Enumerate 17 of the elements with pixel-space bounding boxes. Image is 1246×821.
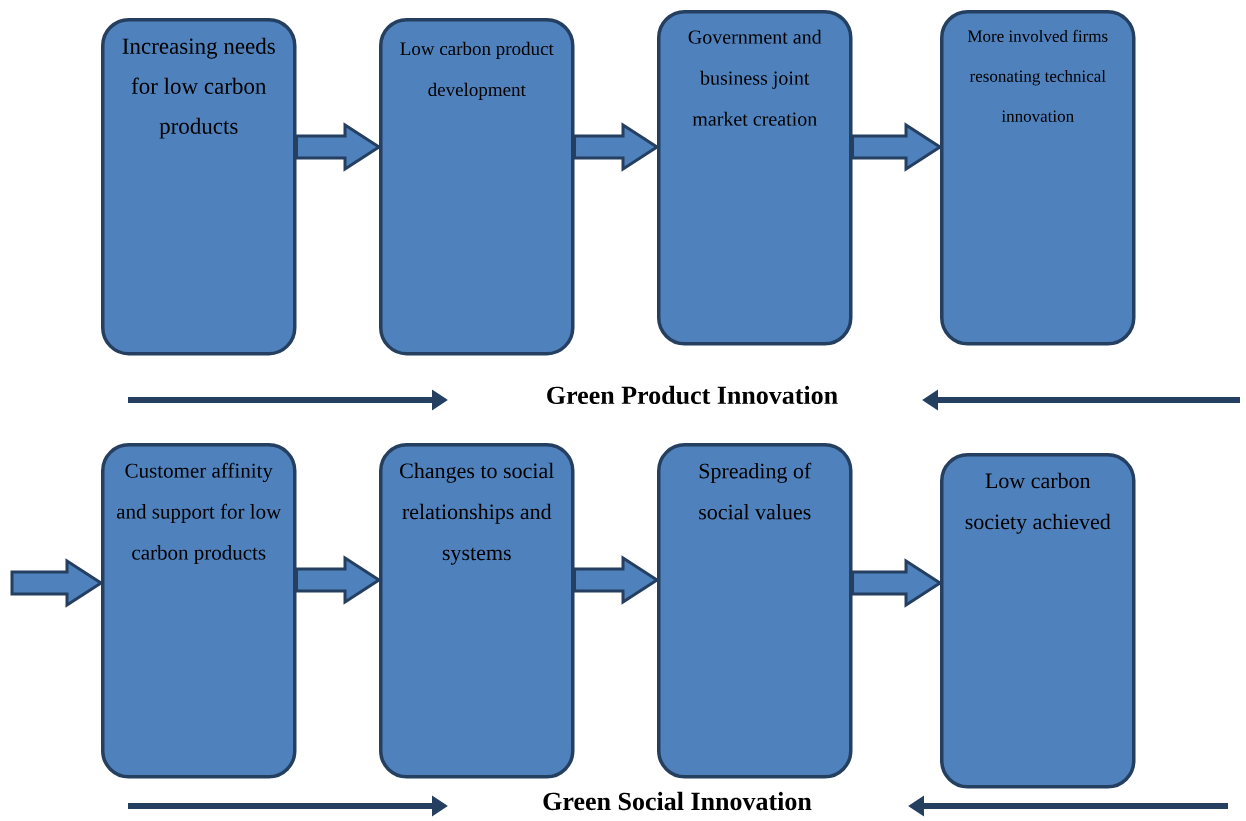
process-box: Low carbon product development <box>379 18 575 356</box>
block-arrow <box>295 122 382 172</box>
block-arrow <box>573 122 660 172</box>
process-box: Changes to social relationships and systems <box>379 443 575 779</box>
block-arrow <box>851 558 943 608</box>
process-box: Increasing needs for low carbon products <box>101 18 297 356</box>
block-arrow <box>295 555 382 605</box>
process-box: More involved firms resonating technical innovation <box>940 10 1136 346</box>
section-label: Green Product Innovation <box>547 385 838 405</box>
process-box: Customer affinity and support for low carbon products <box>101 443 297 779</box>
process-box: Government and business joint market creation <box>657 10 853 346</box>
block-arrow <box>573 555 660 605</box>
process-box: Low carbon society achieved <box>940 453 1136 789</box>
section-label: Green Social Innovation <box>543 791 812 811</box>
process-box: Spreading of social values <box>657 443 853 779</box>
block-arrow <box>851 122 943 172</box>
block-arrow <box>10 558 104 608</box>
